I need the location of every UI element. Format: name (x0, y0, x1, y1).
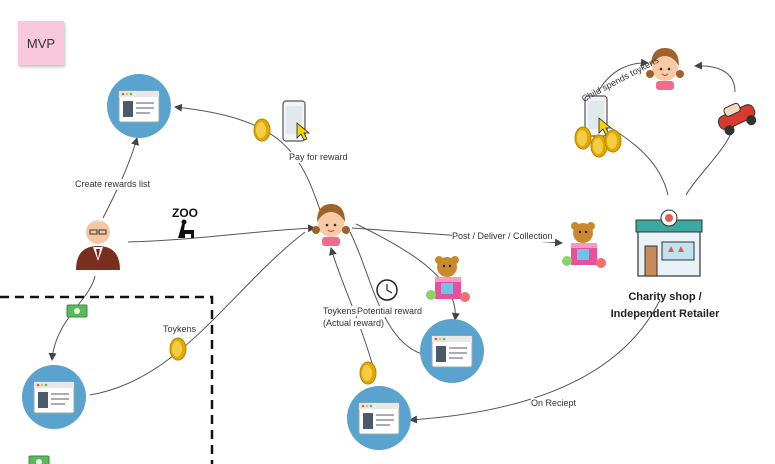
cash-icon (28, 455, 50, 464)
toy-car-icon (717, 102, 757, 136)
coin-icon (574, 126, 592, 150)
on-reciept-label: On Reciept (531, 398, 577, 409)
shop-title-line1: Charity shop / (628, 291, 702, 303)
child-icon[interactable] (311, 203, 351, 247)
browser-window-icon[interactable] (346, 385, 412, 451)
phone-tap-icon[interactable] (282, 100, 310, 142)
browser-window-icon[interactable] (21, 364, 87, 430)
toykens-actual-label-line2: (Actual reward) (323, 318, 385, 329)
cash-icon (66, 304, 88, 318)
shop-icon[interactable] (635, 209, 703, 277)
zoo-sign-text: ZOO (172, 206, 198, 220)
clock-icon (376, 279, 398, 301)
zoo-giraffe-icon: ZOO (172, 206, 198, 238)
toykens-label: Toykens (163, 324, 197, 335)
coin-icon (169, 337, 187, 361)
create-rewards-list-label: Create rewards list (75, 179, 151, 190)
potential-reward-label: Potential reward (357, 306, 423, 317)
shop-title-line2: Independent Retailer (610, 308, 720, 320)
mvp-sticky-note[interactable]: MVP (18, 21, 64, 65)
browser-window-icon[interactable] (106, 73, 172, 139)
toy-blocks-icon (426, 256, 470, 302)
dashed-region-boundary (0, 295, 214, 464)
post-deliver-collection-label: Post / Deliver / Collection (452, 231, 553, 242)
coin-icon (604, 129, 622, 153)
coin-icon (590, 134, 608, 158)
grandparent-icon[interactable] (76, 220, 120, 270)
toy-blocks-icon (562, 222, 606, 268)
coin-icon (253, 118, 271, 142)
browser-window-icon[interactable] (419, 318, 485, 384)
pay-for-reward-label: Pay for reward (289, 152, 348, 163)
coin-icon (359, 361, 377, 385)
shop-title: Charity shop / Independent Retailer (600, 289, 730, 323)
toykens-actual-label-line1: Toykens (323, 306, 357, 317)
